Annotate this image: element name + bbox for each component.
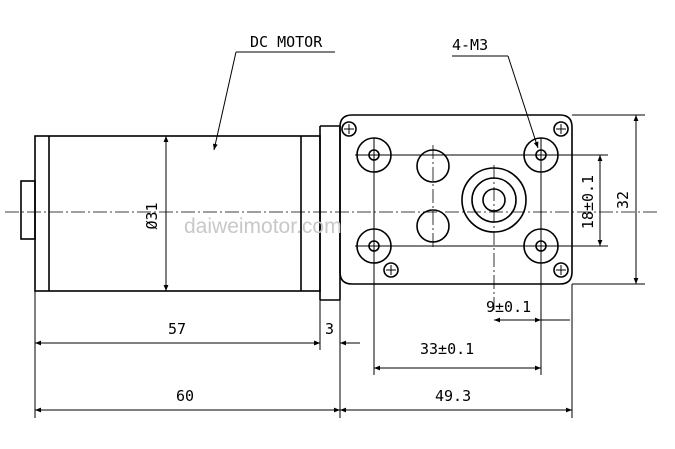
dim-18-label: 18±0.1 (579, 175, 597, 229)
motor-body (34, 125, 341, 301)
dim-32-line (572, 114, 645, 285)
dim-49-3-label: 49.3 (435, 387, 471, 405)
corner-screw-top-right (553, 121, 569, 137)
dc-motor-leader (212, 51, 335, 151)
screws-label: 4-M3 (452, 36, 488, 54)
extension-lines (34, 284, 573, 418)
dc-motor-label: DC MOTOR (250, 33, 323, 51)
watermark-text: daiweimotor.com (184, 215, 342, 238)
dim-33-label: 33±0.1 (420, 340, 474, 358)
corner-screw-bottom-left (383, 262, 399, 278)
motor-shaft-stub (20, 180, 36, 240)
screws-leader (452, 55, 539, 149)
dim-57-label: 57 (168, 320, 186, 338)
dim-60-label: 60 (176, 387, 194, 405)
dim-3-label: 3 (325, 320, 334, 338)
corner-screw-top-left (341, 121, 357, 137)
dim-9-label: 9±0.1 (486, 298, 531, 316)
diameter-label: Ø31 (143, 202, 161, 229)
hole-centerlines (355, 138, 608, 375)
dim-32-label: 32 (614, 191, 632, 209)
gearbox-plate (339, 114, 573, 285)
corner-screw-bottom-right (553, 262, 569, 278)
